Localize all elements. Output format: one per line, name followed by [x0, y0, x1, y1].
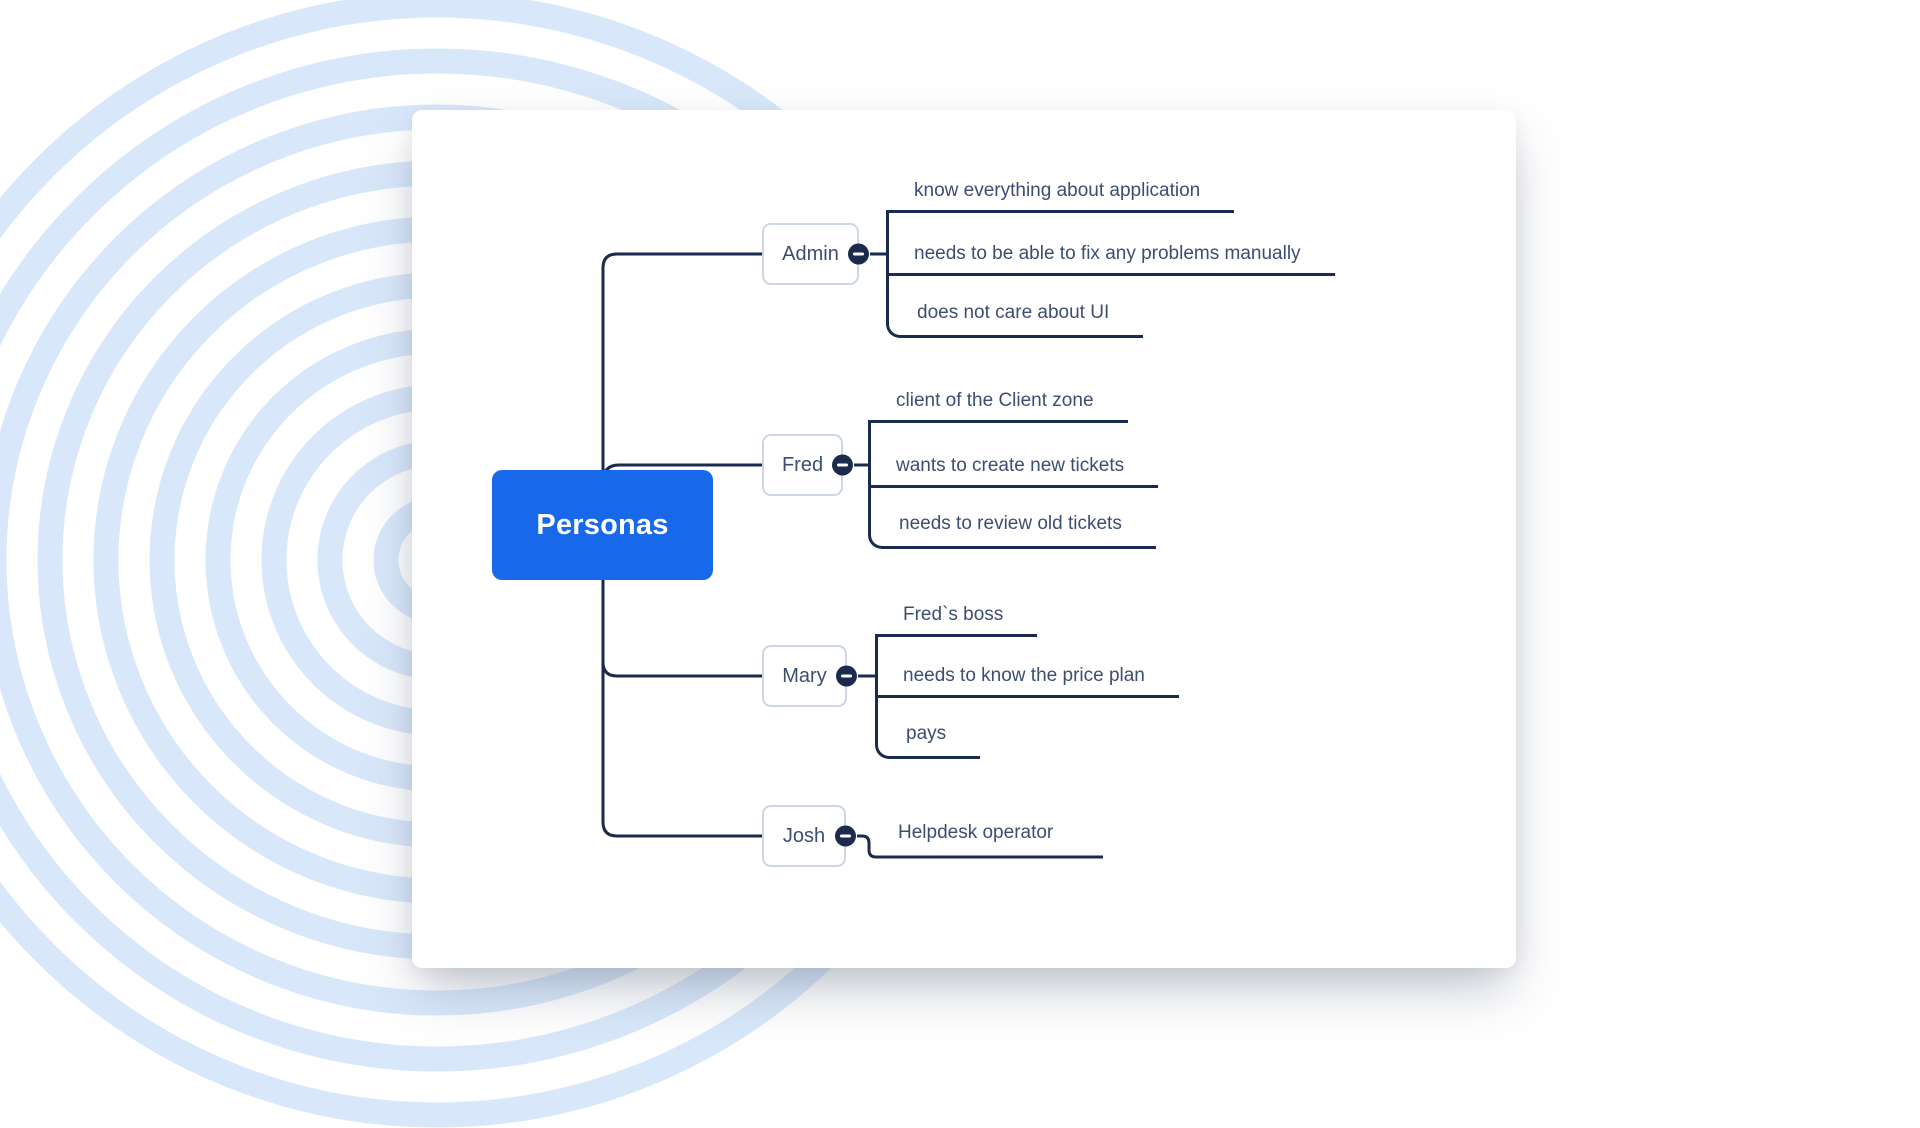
leaf-node[interactable]: Helpdesk operator [898, 822, 1054, 843]
leaf-node[interactable]: needs to be able to fix any problems man… [886, 241, 1335, 276]
leaf-node[interactable]: client of the Client zone [868, 388, 1128, 423]
minus-icon [853, 252, 864, 256]
leaf-node[interactable]: needs to know the price plan [875, 663, 1179, 698]
minus-icon [837, 463, 848, 467]
leaf-node[interactable]: does not care about UI [917, 302, 1110, 323]
collapse-button[interactable] [835, 825, 856, 847]
root-node-personas[interactable]: Personas [492, 470, 713, 580]
node-label: Mary [782, 664, 827, 687]
node-mary[interactable]: Mary [762, 645, 857, 707]
minus-icon [841, 674, 852, 678]
node-admin[interactable]: Admin [762, 223, 869, 285]
node-label: Fred [781, 453, 824, 476]
leaf-node[interactable]: needs to review old tickets [899, 513, 1122, 534]
minus-icon [840, 834, 851, 838]
node-label: Admin [782, 242, 839, 265]
root-node-label: Personas [536, 508, 669, 541]
node-josh[interactable]: Josh [762, 805, 856, 867]
branch-spine: pays [875, 637, 981, 759]
collapse-button[interactable] [836, 665, 857, 687]
collapse-button[interactable] [832, 454, 853, 476]
node-label: Josh [782, 824, 826, 847]
branch-spine: does not care about UI [886, 213, 1144, 338]
leaf-node[interactable]: wants to create new tickets [868, 453, 1159, 488]
collapse-button[interactable] [848, 243, 869, 265]
leaf-node[interactable]: Fred`s boss [875, 602, 1038, 637]
node-fred[interactable]: Fred [762, 434, 853, 496]
branch-spine: needs to review old tickets [868, 423, 1156, 549]
leaf-node[interactable]: pays [906, 723, 947, 744]
leaf-node[interactable]: know everything about application [886, 178, 1235, 213]
